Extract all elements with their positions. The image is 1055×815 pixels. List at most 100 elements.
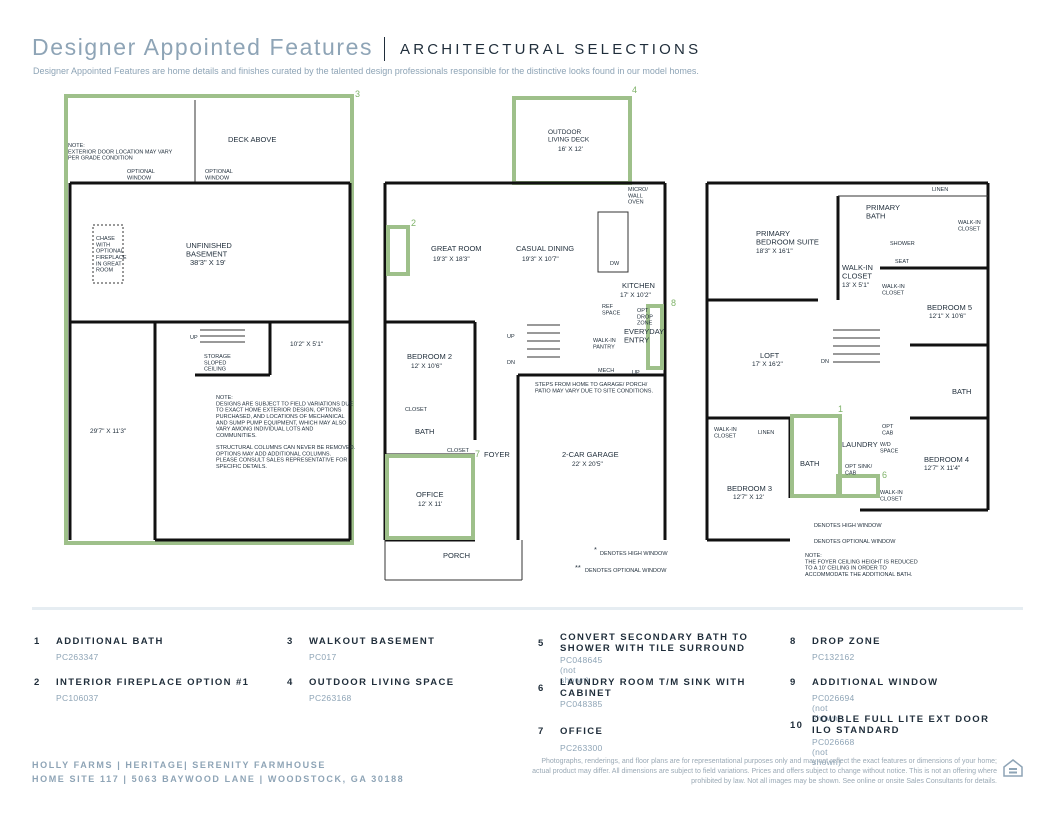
main-legend-star1: * <box>594 545 597 554</box>
option-number: 3 <box>287 636 294 647</box>
laundry-sink-highlight <box>836 474 880 498</box>
garage-dim: 22' X 20'5" <box>572 461 604 468</box>
walkin-closet-main-dim: 13' X 5'1" <box>842 282 870 289</box>
option-code: PC132162 <box>812 652 855 662</box>
disclaimer: Photographs, renderings, and floor plans… <box>532 758 997 785</box>
loft-dim: 17' X 16'2" <box>752 361 784 368</box>
deck-option-tag: 4 <box>632 85 637 95</box>
option-number: 10 <box>790 720 804 731</box>
option-number: 2 <box>34 677 41 688</box>
option-code: PC048385 <box>560 699 603 709</box>
option-code: PC263347 <box>56 652 99 662</box>
option-code: PC026668 (not shown) <box>812 737 855 767</box>
basement-note-designs: NOTE:DESIGNS ARE SUBJECT TO FIELD VARIAT… <box>216 395 353 439</box>
option-code: PC017 <box>309 652 337 662</box>
closet2-label: CLOSET <box>447 448 470 454</box>
great-room-label: GREAT ROOM <box>431 244 482 253</box>
kitchen-dim: 17' X 10'2" <box>620 292 652 299</box>
basement-option-tag: 3 <box>355 89 360 99</box>
option-name: ADDITIONAL WINDOW <box>812 677 939 688</box>
main-dn-label: DN <box>507 360 515 366</box>
unfinished-basement-dim: 38'3" X 19' <box>190 258 226 267</box>
bedroom3-dim: 12'7" X 12' <box>733 494 764 501</box>
additional-bath-highlight <box>790 414 842 498</box>
option-name: WALKOUT BASEMENT <box>309 636 436 647</box>
main-up-label: UP <box>507 334 515 340</box>
closet-label: CLOSET <box>405 407 428 413</box>
bedroom5-dim: 12'1" X 10'6" <box>929 313 966 320</box>
steps-note: STEPS FROM HOME TO GARAGE/ PORCH/PATIO M… <box>535 382 653 394</box>
option-name: LAUNDRY ROOM T/M SINK WITH CABINET <box>560 677 746 699</box>
bedroom2-dim: 12' X 10'6" <box>411 363 443 370</box>
option-code: PC263300 <box>560 743 603 753</box>
linen-label: LINEN <box>932 187 948 193</box>
bath-option-tag: 1 <box>838 404 843 414</box>
casual-dining-dim: 19'3" X 10'7" <box>522 256 559 263</box>
page-subtitle: ARCHITECTURAL SELECTIONS <box>400 41 702 58</box>
deck-above-label: DECK ABOVE <box>228 135 276 144</box>
primary-suite-dim: 18'3" X 16'1" <box>756 248 793 255</box>
office-label: OFFICE <box>416 490 444 499</box>
room-10-2-label: 10'2" X 5'1" <box>290 341 324 348</box>
option-name: OFFICE <box>560 726 604 737</box>
option-number: 8 <box>790 636 797 647</box>
option-name: INTERIOR FIREPLACE OPTION #1 <box>56 677 250 688</box>
dishwasher-label: DW <box>610 261 620 267</box>
garage-label: 2-CAR GARAGE <box>562 450 619 459</box>
fireplace-highlight <box>386 225 410 276</box>
seat-label: SEAT <box>895 259 910 265</box>
drop-zone-option-tag: 8 <box>671 298 676 308</box>
basement-up-label: UP <box>190 335 198 341</box>
porch-label: PORCH <box>443 551 470 560</box>
walkout-basement-highlight <box>64 94 354 545</box>
upper-legend-opt: DENOTES OPTIONAL WINDOW <box>814 539 896 545</box>
option-number: 7 <box>538 726 545 737</box>
option-name: OUTDOOR LIVING SPACE <box>309 677 455 688</box>
mech-label: MECH <box>598 368 614 374</box>
office-dim: 12' X 11' <box>418 501 442 508</box>
upper-note: NOTE:THE FOYER CEILING HEIGHT IS REDUCED… <box>805 553 918 578</box>
option-code: PC263168 <box>309 693 352 703</box>
option-number: 4 <box>287 677 294 688</box>
shower-label: SHOWER <box>890 241 915 247</box>
main-legend-opt: DENOTES OPTIONAL WINDOW <box>585 568 667 574</box>
kitchen-label: KITCHEN <box>622 281 655 290</box>
bath-r-label: BATH <box>952 387 971 396</box>
option-name: ADDITIONAL BATH <box>56 636 164 647</box>
option-number: 1 <box>34 636 41 647</box>
main-legend-star2: ** <box>575 563 581 572</box>
community-line: HOLLY FARMS | HERITAGE| SERENITY FARMHOU… <box>32 760 326 770</box>
equal-housing-icon <box>1003 759 1023 777</box>
bedroom5-label: BEDROOM 5 <box>927 303 972 312</box>
bedroom4-dim: 12'7" X 11'4" <box>924 465 961 472</box>
option-code: PC048645 (not shown) <box>560 655 603 685</box>
option-number: 9 <box>790 677 797 688</box>
basement-note-columns: STRUCTURAL COLUMNS CAN NEVER BE REMOVED.… <box>216 445 356 470</box>
fireplace-option-tag: 2 <box>411 218 416 228</box>
title-divider <box>384 37 385 61</box>
option-number: 5 <box>538 638 545 649</box>
room-29-7-label: 29'7" X 11'3" <box>90 428 127 435</box>
bedroom3-label: BEDROOM 3 <box>727 484 772 493</box>
casual-dining-label: CASUAL DINING <box>516 244 574 253</box>
bath-opt-label: BATH <box>800 459 819 468</box>
address-line: HOME SITE 117 | 5063 BAYWOOD LANE | WOOD… <box>32 774 405 784</box>
upper-legend-high: DENOTES HIGH WINDOW <box>814 523 882 529</box>
